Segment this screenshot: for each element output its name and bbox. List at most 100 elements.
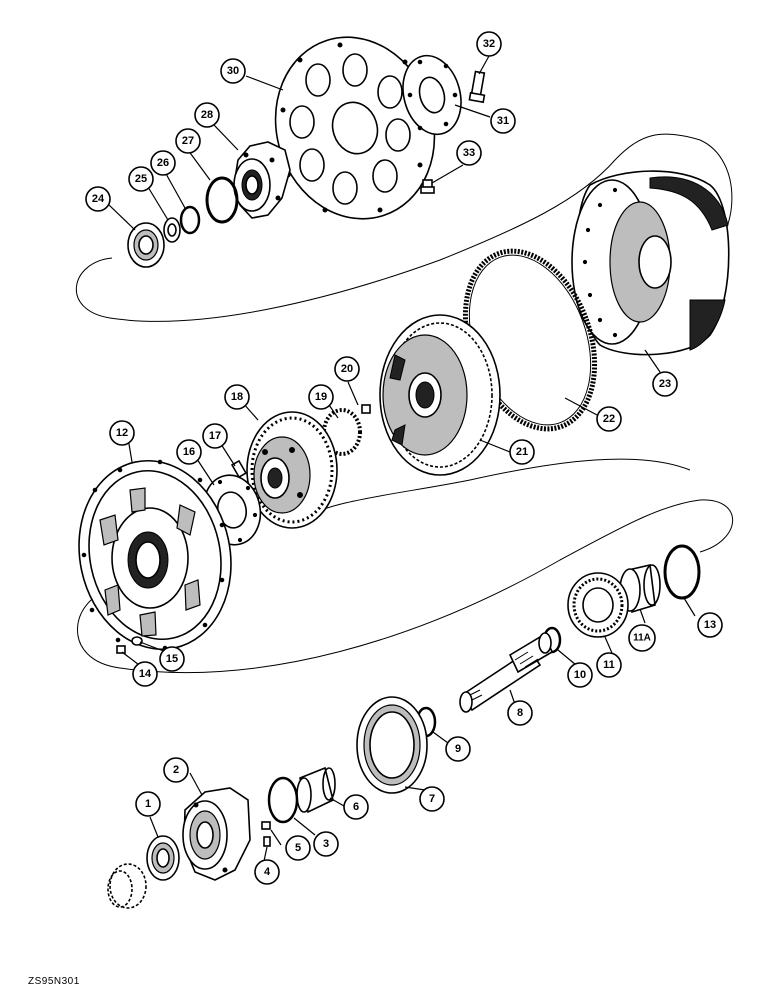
callout-18: 18	[224, 384, 250, 410]
bearing-cone-11	[567, 572, 629, 638]
pin-4	[263, 836, 271, 847]
callout-19: 19	[308, 384, 334, 410]
callout-11a-label: 11A	[633, 633, 651, 644]
wheel-hub-12	[78, 459, 232, 651]
axle-shaft-8	[459, 632, 553, 713]
callout-1: 1	[135, 791, 161, 817]
callout-31-label: 31	[497, 115, 509, 127]
callout-31: 31	[490, 108, 516, 134]
bolt-32	[468, 70, 486, 104]
callout-4-label: 4	[264, 866, 271, 878]
callout-12: 12	[109, 420, 135, 446]
callout-17: 17	[202, 423, 228, 449]
callout-11: 11	[596, 652, 622, 678]
callout-8: 8	[507, 700, 533, 726]
callout-24-label: 24	[92, 193, 105, 205]
callout-22: 22	[596, 406, 622, 432]
callout-28-label: 28	[201, 109, 213, 121]
callout-9: 9	[445, 736, 471, 762]
bolt-17	[230, 459, 248, 479]
callout-2-label: 2	[173, 764, 179, 776]
bolt-33	[420, 179, 435, 194]
callout-1-label: 1	[145, 798, 151, 810]
thrust-washer-19	[322, 408, 362, 456]
spindle-2	[182, 787, 251, 881]
callout-6-label: 6	[353, 801, 359, 813]
callout-26-label: 26	[157, 157, 169, 169]
bearing-24	[127, 222, 165, 268]
callout-14-label: 14	[139, 668, 152, 680]
callout-14: 14	[132, 661, 158, 687]
callout-25-label: 25	[135, 173, 147, 185]
callout-15-label: 15	[166, 653, 178, 665]
callout-23-label: 23	[659, 378, 671, 390]
callout-7-label: 7	[429, 793, 435, 805]
callout-8-label: 8	[517, 707, 523, 719]
callout-21-label: 21	[516, 446, 528, 458]
callout-16: 16	[176, 439, 202, 465]
callout-21: 21	[509, 439, 535, 465]
callout-12-label: 12	[116, 427, 128, 439]
bearing-1	[146, 835, 180, 881]
callout-20: 20	[334, 356, 360, 382]
callout-5: 5	[285, 835, 311, 861]
callout-16-label: 16	[183, 446, 195, 458]
planet-carrier-18	[246, 411, 338, 529]
ring-25	[163, 217, 181, 243]
callout-17-label: 17	[209, 430, 221, 442]
callout-5-label: 5	[295, 842, 301, 854]
retainer-plate	[402, 54, 462, 136]
sleeve-6	[296, 766, 336, 814]
flex-plate	[274, 36, 436, 220]
reference-bearing-dashed	[107, 863, 147, 909]
callout-32-label: 32	[483, 38, 495, 50]
snap-ring-3	[267, 776, 299, 824]
callout-9-label: 9	[455, 743, 461, 755]
assembly-boundary-lower	[77, 499, 734, 673]
snap-ring-26	[179, 205, 201, 235]
callout-10-label: 10	[574, 669, 586, 681]
callout-2: 2	[163, 757, 189, 783]
bolt-14	[116, 645, 126, 654]
callout-3: 3	[313, 831, 339, 857]
callout-11a: 11A	[628, 624, 656, 652]
bolt-20	[361, 404, 371, 414]
callout-13: 13	[697, 612, 723, 638]
callout-24: 24	[85, 186, 111, 212]
callout-19-label: 19	[315, 391, 327, 403]
leader-lines	[107, 55, 696, 862]
drum-21	[379, 314, 501, 476]
callout-27-label: 27	[182, 135, 194, 147]
callout-15: 15	[159, 646, 185, 672]
seal-7	[356, 696, 428, 794]
callout-30-label: 30	[227, 65, 239, 77]
callout-33-label: 33	[463, 147, 475, 159]
callout-25: 25	[128, 166, 154, 192]
callout-11-label: 11	[603, 659, 615, 671]
callout-23: 23	[652, 371, 678, 397]
callout-22-label: 22	[603, 413, 615, 425]
callout-7: 7	[419, 786, 445, 812]
callout-10: 10	[567, 662, 593, 688]
callout-27: 27	[175, 128, 201, 154]
callout-28: 28	[194, 102, 220, 128]
housing-23	[571, 170, 730, 356]
callout-26: 26	[150, 150, 176, 176]
callout-32: 32	[476, 31, 502, 57]
callout-33: 33	[456, 140, 482, 166]
callout-3-label: 3	[323, 838, 329, 850]
o-ring-13	[663, 544, 701, 600]
callout-18-label: 18	[231, 391, 243, 403]
washer-15	[131, 636, 143, 646]
callout-20-label: 20	[341, 363, 353, 375]
assembly-boundary-upper	[76, 133, 733, 322]
callout-6: 6	[343, 794, 369, 820]
o-ring-27	[205, 176, 239, 224]
callout-30: 30	[220, 58, 246, 84]
callout-13-label: 13	[704, 619, 716, 631]
hub-28	[233, 141, 291, 219]
callout-4: 4	[254, 859, 280, 885]
figure-reference-code: ZS95N301	[28, 976, 80, 987]
pin-5	[261, 821, 271, 830]
